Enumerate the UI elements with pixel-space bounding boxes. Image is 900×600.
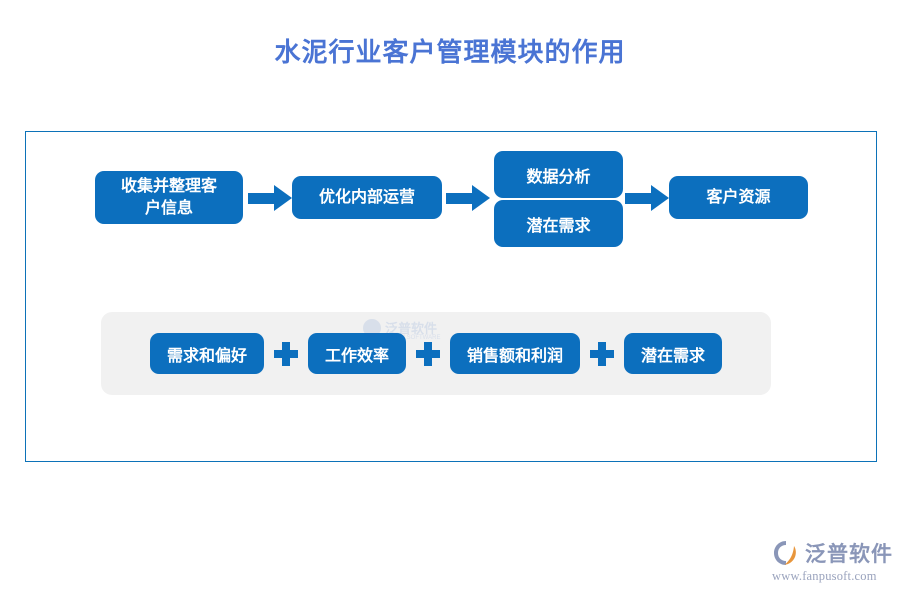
flow-box-optimize-label: 优化内部运营 — [318, 188, 415, 206]
arrow-head — [472, 185, 490, 211]
right-arrow-icon — [446, 185, 490, 211]
flow-box-collect-line2: 户信息 — [144, 199, 193, 217]
flow-box-data-analysis[interactable]: 数据分析 — [494, 151, 623, 198]
flow-row: 收集并整理客 户信息 优化内部运营 数据分析 潜在需求 客户 — [26, 132, 878, 292]
summary-item-label: 销售额和利润 — [467, 347, 564, 365]
flow-box-stack-group: 数据分析 潜在需求 — [494, 151, 623, 247]
plus-icon — [589, 341, 615, 367]
plus-icon — [415, 341, 441, 367]
brand-row: 泛普软件 — [772, 538, 893, 568]
summary-item-demand-preference[interactable]: 需求和偏好 — [149, 333, 264, 374]
page-title: 水泥行业客户管理模块的作用 — [274, 37, 626, 67]
right-arrow-icon — [625, 185, 669, 211]
summary-item-label: 工作效率 — [324, 347, 389, 365]
arrow-head — [274, 185, 292, 211]
summary-item-potential-demand[interactable]: 潜在需求 — [624, 333, 723, 374]
flow-box-customer-resource-label: 客户资源 — [706, 188, 771, 206]
summary-item-sales-profit[interactable]: 销售额和利润 — [450, 333, 581, 374]
flow-box-collect-line1: 收集并整理客 — [120, 177, 217, 195]
diagram-frame: 收集并整理客 户信息 优化内部运营 数据分析 潜在需求 客户 — [25, 131, 877, 462]
flow-box-data-analysis-label: 数据分析 — [526, 168, 591, 186]
arrow-head — [651, 185, 669, 211]
summary-item-label: 潜在需求 — [641, 347, 706, 365]
flow-box-customer-resource[interactable]: 客户资源 — [669, 176, 808, 219]
summary-panel: 泛普软件 FANPU SOFTWARE 需求和偏好 工作效率 销售额和利润 潜在… — [101, 312, 771, 395]
flow-box-collect[interactable]: 收集并整理客 户信息 — [95, 171, 243, 224]
summary-item-label: 需求和偏好 — [166, 347, 247, 365]
brand-logo: 泛普软件 www.fanpusoft.com — [772, 538, 893, 588]
arrow-shaft — [248, 193, 276, 204]
brand-name: 泛普软件 — [805, 543, 893, 566]
summary-item-work-efficiency[interactable]: 工作效率 — [307, 333, 406, 374]
fanpu-logo-icon — [772, 539, 800, 567]
flow-box-potential-demand[interactable]: 潜在需求 — [494, 200, 623, 247]
flow-box-potential-demand-label: 潜在需求 — [526, 217, 591, 235]
arrow-shaft — [625, 193, 653, 204]
plus-icon — [273, 341, 299, 367]
flow-box-optimize[interactable]: 优化内部运营 — [292, 176, 442, 219]
brand-url: www.fanpusoft.com — [772, 569, 877, 583]
right-arrow-icon — [248, 185, 292, 211]
arrow-shaft — [446, 193, 474, 204]
